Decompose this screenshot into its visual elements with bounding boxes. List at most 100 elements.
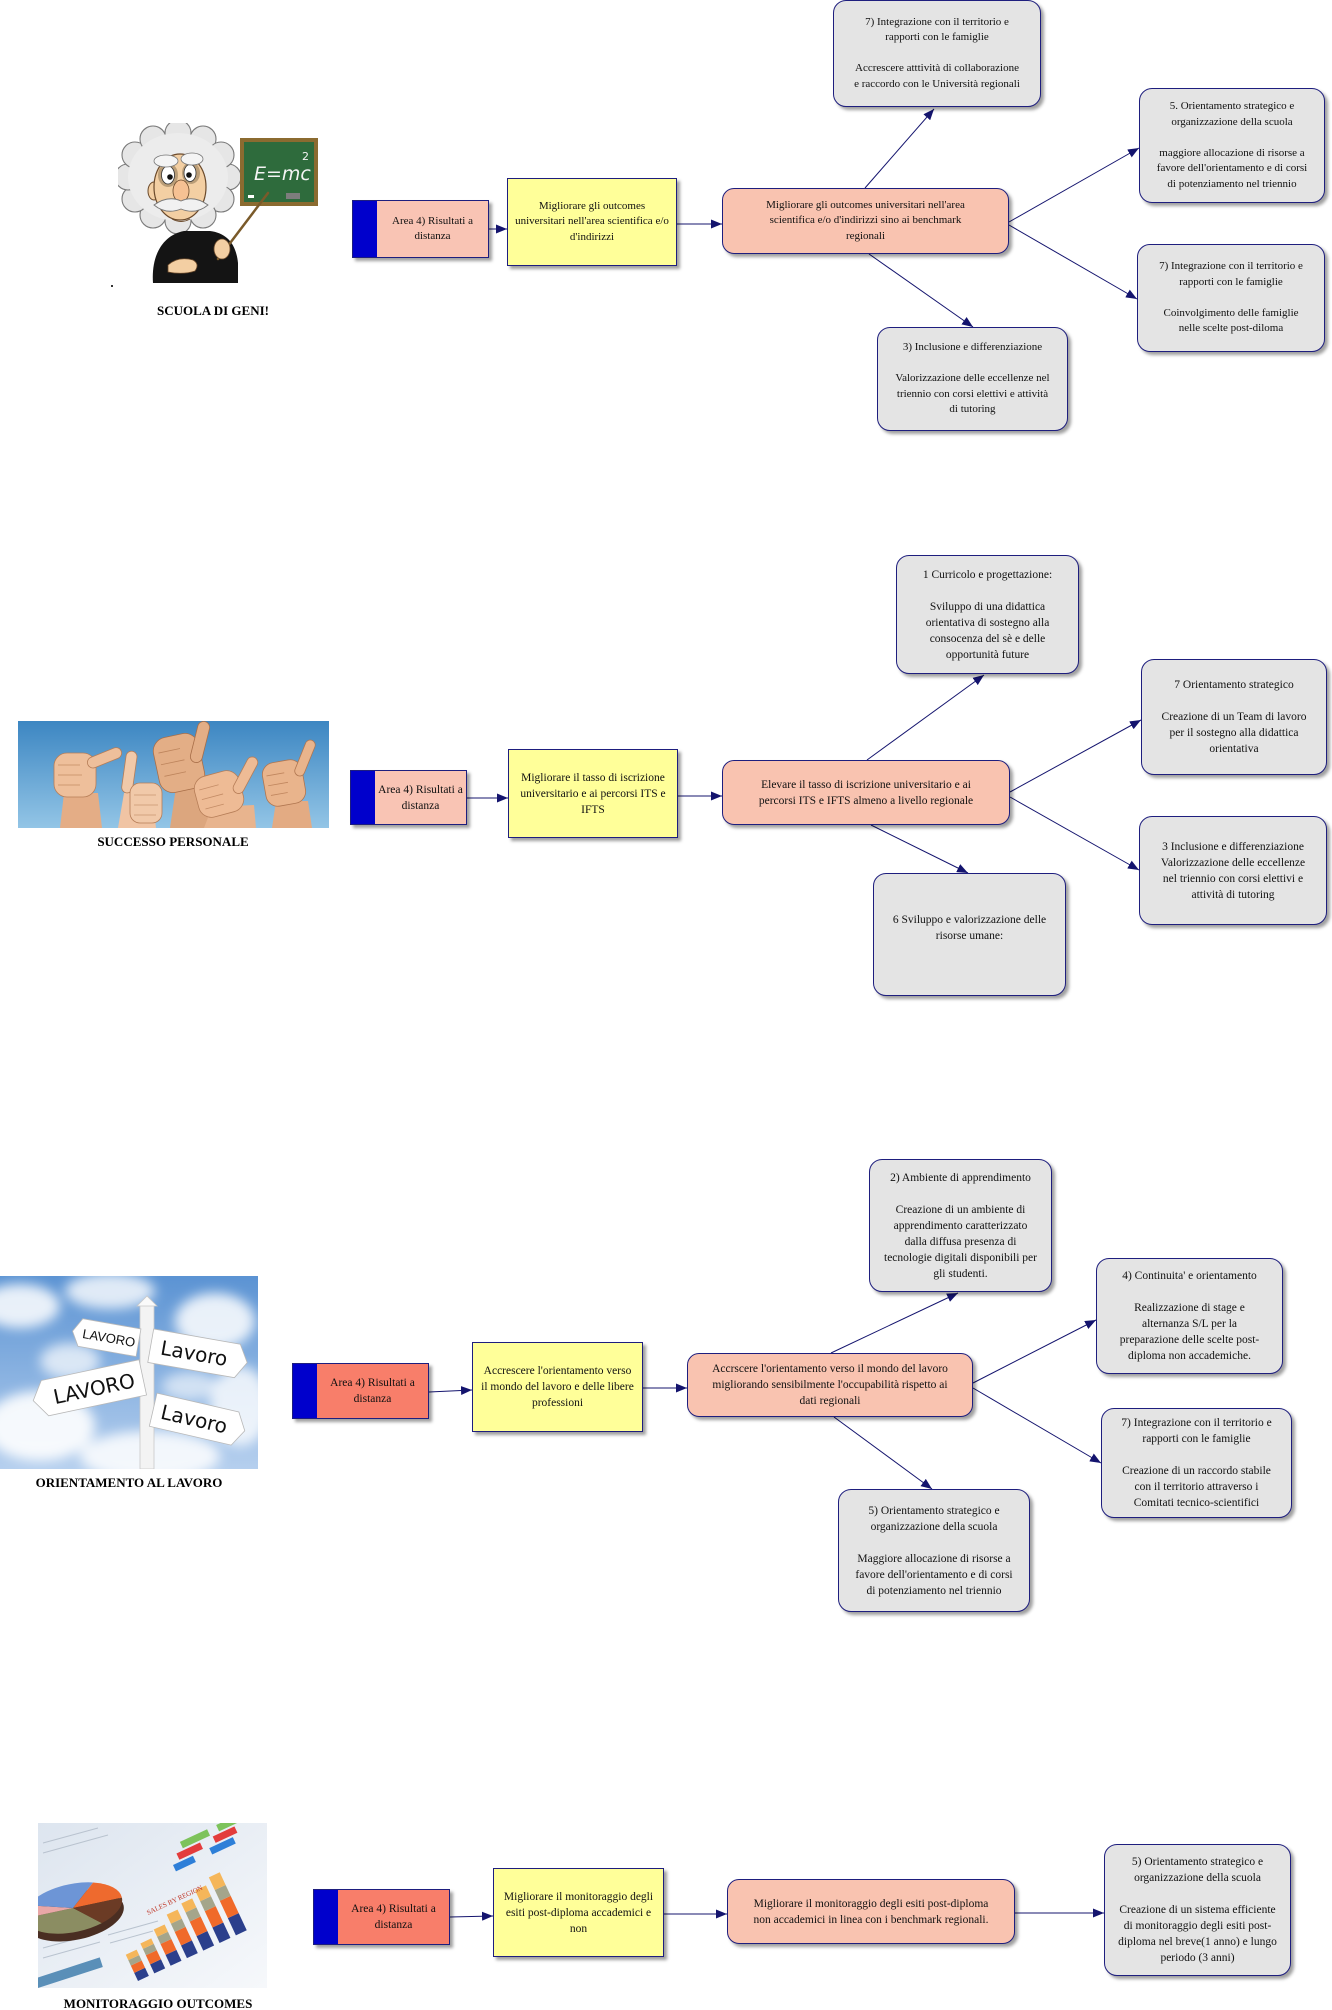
thumbs-up-hand: [261, 739, 316, 828]
goal-box: Migliorare gli outcomes universitari nel…: [722, 188, 1009, 254]
action-heading: 1 Curricolo e progettazione:: [922, 568, 1053, 581]
action-heading: 5. Orientamento strategico e organizzazi…: [1169, 100, 1295, 128]
horizontal-bar-chart: [173, 1823, 245, 1872]
connector-s3-area-to-objective: [428, 1386, 473, 1396]
connector-s3-goal-to-action-bottom: [833, 1416, 933, 1490]
action-heading: 2) Ambiente di apprendimento: [890, 1171, 1031, 1184]
action-description: Maggiore allocazione di risorse a favore…: [855, 1552, 1013, 1597]
objective-box: Migliorare gli outcomes universitari nel…: [507, 178, 677, 266]
action-description: Valorizzazione delle eccellenze nel trie…: [895, 372, 1050, 416]
area-color-stripe: [351, 771, 375, 824]
action-description: Creazione di un ambiente di apprendiment…: [884, 1203, 1037, 1280]
action-description: Creazione di un sistema efficiente di mo…: [1118, 1904, 1277, 1964]
action-description: Realizzazione di stage e alternanza S/L …: [1119, 1302, 1260, 1362]
objective-box: Accrescere l'orientamento verso il mondo…: [472, 1342, 643, 1432]
section-caption: SUCCESSO PERSONALE: [97, 834, 249, 849]
goal-text: Migliorare il monitoraggio degli esiti p…: [753, 1897, 989, 1926]
illustration-cartoon-scientist: E=mc 2: [118, 123, 318, 283]
area-color-stripe: [314, 1890, 338, 1944]
action-box-right: 5) Orientamento strategico e organizzazi…: [1104, 1844, 1291, 1976]
action-box-right-top: 7 Orientamento strategico Creazione di u…: [1141, 659, 1327, 775]
resting-hand: [167, 258, 198, 274]
area-label: Area 4) Risultati a distanza: [330, 1377, 415, 1405]
section-caption: SCUOLA DI GENI!: [157, 303, 269, 318]
thumbs-up-hand: [193, 756, 259, 828]
photo-signpost-lavoro: LAVORO Lavoro LAVORO Lavoro: [0, 1276, 258, 1469]
nose: [172, 179, 190, 203]
direction-sign: Lavoro: [147, 1328, 248, 1379]
area-label: Area 4) Risultati a distanza: [378, 783, 463, 812]
stray-mark: [111, 285, 113, 287]
photo-thumbs-up-hands: [18, 721, 329, 828]
section-caption: MONITORAGGIO OUTCOMES: [63, 1996, 253, 2010]
action-heading: 6 Sviluppo e valorizzazione delle risors…: [892, 913, 1047, 942]
mustache: [153, 198, 209, 212]
action-box-top: 1 Curricolo e progettazione: Sviluppo di…: [896, 555, 1079, 674]
connector-s1-goal-to-action-right-top: [1008, 147, 1140, 223]
action-description: maggiore allocazione di risorse a favore…: [1156, 146, 1308, 190]
action-description: Creazione di un Team di lavoro per il so…: [1161, 711, 1307, 755]
area-box: Area 4) Risultati a distanza: [313, 1889, 450, 1945]
goal-text: Accrscere l'orientamento verso il mondo …: [712, 1363, 948, 1407]
objective-box: Migliorare il monitoraggio degli esiti p…: [493, 1868, 664, 1957]
chalk: [248, 195, 254, 198]
faint-print-lines: [42, 1827, 159, 1959]
photo-business-charts: SALES BY REGION: [38, 1823, 267, 1988]
connector-s2-goal-to-action-top: [866, 674, 985, 761]
goal-text: Elevare il tasso di iscrizione universit…: [758, 778, 974, 807]
action-heading: 5) Orientamento strategico e organizzazi…: [868, 1504, 1000, 1533]
action-box-bottom: 6 Sviluppo e valorizzazione delle risors…: [873, 873, 1066, 996]
connector-s3-goal-to-action-right-bottom: [972, 1387, 1102, 1464]
thumbs-up-hand: [53, 747, 122, 828]
action-description: Sviluppo di una didattica orientativa di…: [925, 600, 1050, 661]
connector-s3-goal-to-action-right-top: [972, 1319, 1097, 1384]
mouth: [171, 218, 191, 222]
action-heading: 4) Continuita' e orientamento: [1122, 1270, 1257, 1282]
action-box-right-top: 5. Orientamento strategico e organizzazi…: [1139, 88, 1325, 203]
connector-s1-goal-to-action-top: [864, 108, 935, 189]
connector-s2-goal-to-action-right-top: [1009, 719, 1142, 793]
action-heading: 7) Integrazione con il territorio e rapp…: [865, 15, 1009, 44]
area-box: Area 4) Risultati a distanza: [292, 1363, 429, 1419]
action-description: Creazione di un raccordo stabile con il …: [1122, 1465, 1271, 1509]
direction-sign: LAVORO: [72, 1318, 142, 1357]
connector-s2-goal-to-action-right-bottom: [1009, 796, 1140, 871]
action-box-right-top: 4) Continuita' e orientamento Realizzazi…: [1096, 1258, 1283, 1374]
stacked-bar-chart: [125, 1872, 247, 1981]
pupil: [167, 174, 173, 180]
chalkboard-formula: E=mc: [254, 163, 311, 185]
area-color-stripe: [353, 201, 377, 257]
eyebrow: [180, 152, 204, 166]
connector-s1-goal-to-action-bottom: [868, 253, 974, 328]
pupil: [186, 172, 192, 178]
area-box: Area 4) Risultati a distanza: [352, 200, 489, 258]
action-box-top: 2) Ambiente di apprendimento Creazione d…: [869, 1159, 1052, 1292]
chalkboard: [240, 138, 318, 206]
eyebrow: [153, 154, 179, 168]
signpost-cap: [136, 1295, 158, 1307]
goal-box: Accrscere l'orientamento verso il mondo …: [687, 1353, 973, 1417]
objective-text: Accrescere l'orientamento verso il mondo…: [481, 1365, 634, 1409]
area-color-stripe: [293, 1364, 317, 1418]
action-heading: 7) Integrazione con il territorio e rapp…: [1159, 260, 1303, 288]
action-box-right-bottom: 7) Integrazione con il territorio e rapp…: [1101, 1408, 1292, 1518]
pointing-hand: [213, 238, 231, 260]
goal-box: Migliorare il monitoraggio degli esiti p…: [727, 1879, 1015, 1944]
action-description: Valorizzazione delle eccellenze nel trie…: [1160, 856, 1306, 901]
thumbs-up-hand: [118, 750, 163, 828]
goal-box: Elevare il tasso di iscrizione universit…: [722, 760, 1010, 825]
connector-s4-area-to-objective: [449, 1911, 494, 1921]
area-label: Area 4) Risultati a distanza: [392, 214, 473, 243]
eye-icon: [161, 165, 175, 185]
action-heading: 3 Inclusione e differenziazione: [1162, 840, 1304, 853]
connector-s3-goal-to-action-top: [830, 1292, 959, 1354]
connector-s1-goal-to-action-right-bottom: [1008, 224, 1138, 300]
action-box-right-bottom: 7) Integrazione con il territorio e rapp…: [1137, 244, 1325, 352]
action-heading: 7 Orientamento strategico: [1174, 679, 1294, 691]
eraser: [286, 193, 300, 199]
goal-text: Migliorare gli outcomes universitari nel…: [766, 198, 965, 242]
objective-text: Migliorare gli outcomes universitari nel…: [515, 199, 669, 243]
action-box-right-bottom: 3 Inclusione e differenziazione Valorizz…: [1139, 816, 1327, 925]
